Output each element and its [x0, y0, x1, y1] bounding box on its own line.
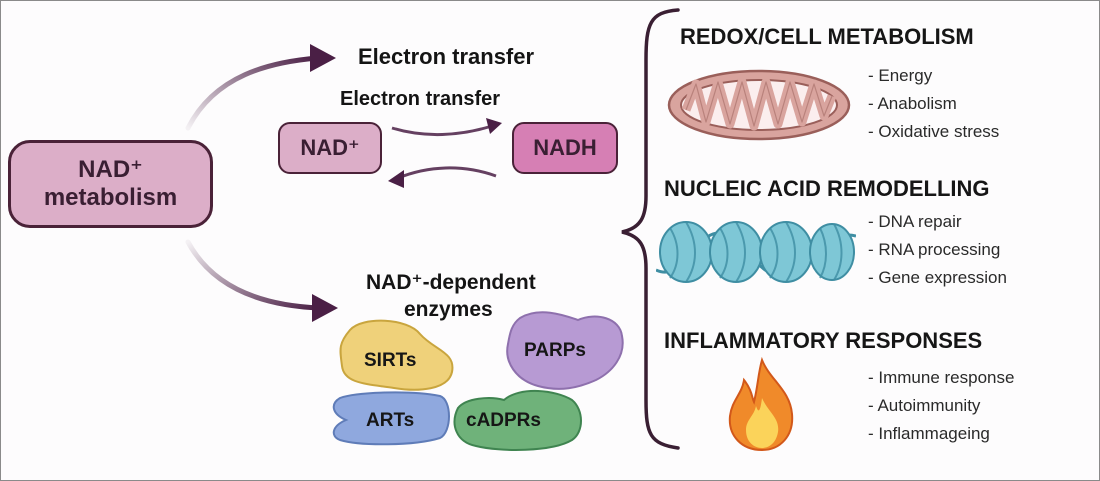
bullet-dna-repair: - DNA repair: [868, 212, 962, 231]
nad-metabolism-line2: metabolism: [43, 184, 178, 211]
bullet-gene-expression: - Gene expression: [868, 268, 1007, 287]
arrow-head-top: [310, 44, 336, 72]
electron-transfer-label: Electron transfer: [340, 88, 501, 110]
enzymes-title-line1: NAD⁺-dependent: [366, 271, 536, 294]
arts-label: ARTs: [366, 410, 415, 431]
sirts-blob: [339, 319, 454, 391]
bullet-anabolism: - Anabolism: [868, 94, 957, 113]
section-title-inflammatory: INFLAMMATORY RESPONSES: [664, 328, 983, 353]
arrow-head-bottom: [312, 294, 338, 322]
parps-blob: [506, 311, 624, 390]
bullet-energy: - Energy: [868, 66, 933, 85]
bullet-inflammageing: - Inflammageing: [868, 424, 990, 443]
nad-metabolism-box: NAD⁺ metabolism: [8, 140, 213, 228]
section-title-nucleic-acid: NUCLEIC ACID REMODELLING: [664, 176, 990, 201]
arrow-nad-to-nadh: [391, 124, 493, 137]
nad-plus-box: NAD⁺: [278, 122, 382, 174]
arrow-to-enzymes: [185, 239, 323, 311]
cadprs-label: cADPRs: [466, 410, 541, 431]
curly-bracket: [621, 8, 680, 450]
flame-icon: [728, 356, 794, 452]
enzymes-title-line2: enzymes: [404, 298, 493, 321]
electron-transfer-label-top: Electron transfer: [358, 44, 535, 69]
arts-blob: [332, 391, 450, 446]
arrow-to-electron-transfer: [185, 55, 321, 131]
cadprs-blob: [453, 389, 582, 451]
bullet-immune-response: - Immune response: [868, 368, 1015, 387]
bullet-oxidative-stress: - Oxidative stress: [868, 122, 1000, 141]
nucleosome-icon: [656, 221, 856, 283]
arrow-nadh-to-nad: [397, 166, 497, 180]
nadh-box: NADH: [512, 122, 618, 174]
nad-metabolism-line1: NAD⁺: [78, 156, 143, 183]
section-title-redox: REDOX/CELL METABOLISM: [680, 24, 974, 49]
sirts-label: SIRTs: [364, 350, 417, 371]
mitochondrion-icon: [667, 69, 851, 141]
bullet-autoimmunity: - Autoimmunity: [868, 396, 981, 415]
bullet-rna-processing: - RNA processing: [868, 240, 1001, 259]
parps-label: PARPs: [524, 340, 586, 361]
